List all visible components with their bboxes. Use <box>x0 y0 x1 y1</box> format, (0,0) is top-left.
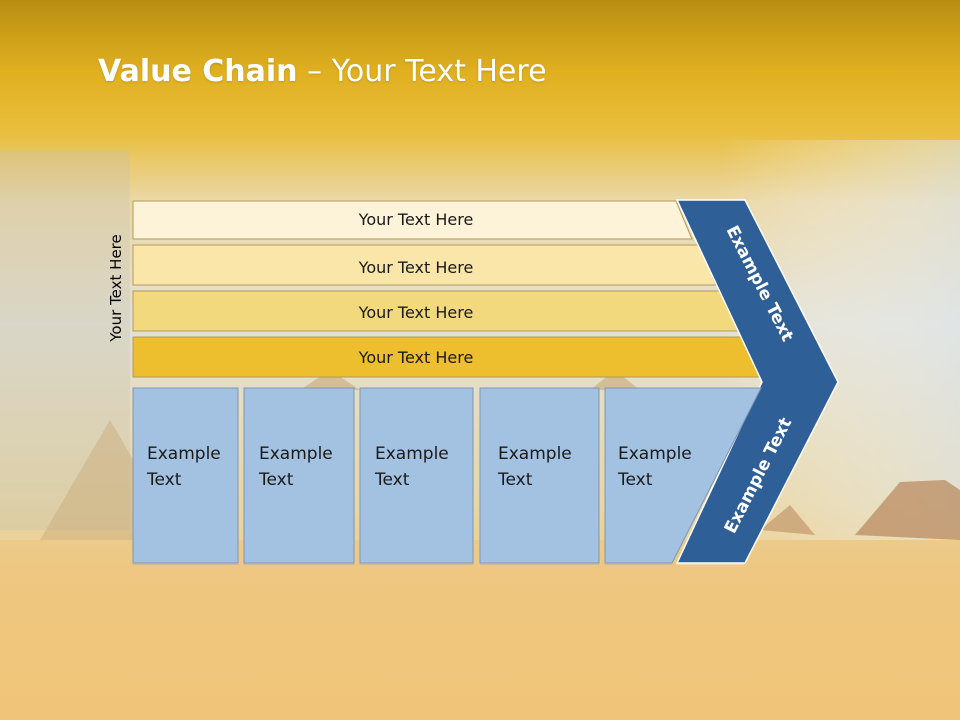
primary-box-line2: Text <box>497 470 533 490</box>
primary-box-line2: Text <box>146 470 182 490</box>
primary-box: Example Text <box>243 387 355 564</box>
reflection-text: Example <box>618 664 692 684</box>
primary-box-line1: Example <box>618 444 692 464</box>
support-row-bar <box>132 200 693 240</box>
value-chevron <box>675 199 839 564</box>
title-bold: Value Chain <box>98 54 298 89</box>
primary-box-rect <box>479 387 600 564</box>
support-row-label: Your Text Here <box>358 210 474 229</box>
support-row: Your Text Here <box>132 290 740 332</box>
primary-box-line1: Example <box>375 444 449 464</box>
primary-box: Example Text <box>132 387 239 564</box>
primary-box-line1: Example <box>147 444 221 464</box>
reflection-chevron <box>676 564 826 720</box>
primary-box-line2: Text <box>617 470 653 490</box>
primary-box-line2: Text <box>258 470 294 490</box>
reflection-box <box>604 564 752 720</box>
reflection-text: Text <box>258 638 294 658</box>
reflection-box <box>243 564 355 720</box>
primary-box-rect <box>604 387 762 564</box>
support-row: Your Text Here <box>132 200 693 240</box>
primary-box: Example Text <box>359 387 474 564</box>
primary-box: Example Text <box>604 387 762 564</box>
reflection: Example Text Example Text Example Text E… <box>132 564 826 720</box>
primary-box-line2: Text <box>374 470 410 490</box>
reflection-text: Example <box>375 664 449 684</box>
reflection-text: Text <box>497 638 533 658</box>
primary-box-rect <box>243 387 355 564</box>
support-row: Your Text Here <box>132 336 765 378</box>
reflection-text: Example <box>498 664 572 684</box>
primary-box: Example Text <box>479 387 600 564</box>
primary-box-line1: Example <box>259 444 333 464</box>
reflection-text: Example <box>147 664 221 684</box>
title-rest: – Your Text Here <box>297 54 547 89</box>
reflection-box <box>359 564 474 720</box>
support-row: Your Text Here <box>132 244 717 286</box>
reflection-box <box>479 564 600 720</box>
side-label: Your Text Here <box>107 234 125 342</box>
primary-box-line1: Example <box>498 444 572 464</box>
reflection-box <box>132 564 239 720</box>
reflection-text: Example <box>259 664 333 684</box>
reflection-text: Text <box>617 638 653 658</box>
reflection-text: Text <box>374 638 410 658</box>
support-row-label: Your Text Here <box>358 303 474 322</box>
primary-box-rect <box>359 387 474 564</box>
slide-title: Value Chain – Your Text Here <box>98 54 547 89</box>
reflection-text: Text <box>146 638 182 658</box>
support-row-label: Your Text Here <box>358 258 474 277</box>
support-row-label: Your Text Here <box>358 348 474 367</box>
primary-box-rect <box>132 387 239 564</box>
